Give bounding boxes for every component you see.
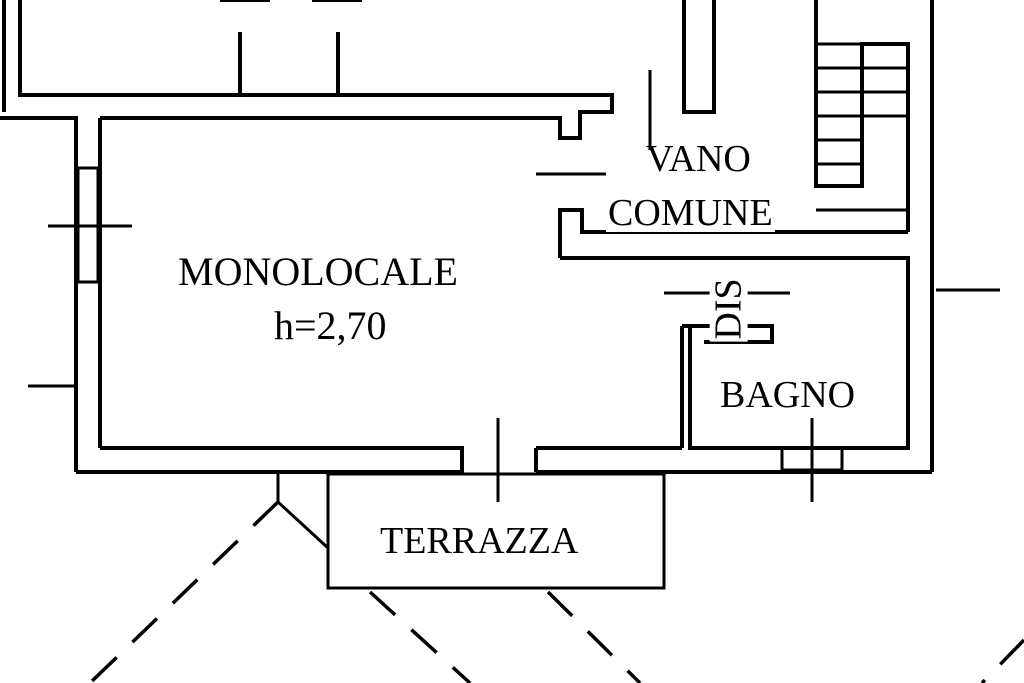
terrace-outline <box>326 472 666 590</box>
bathroom-window <box>780 418 844 502</box>
exterior-dashed-lines <box>88 474 1024 683</box>
room-label-comune: COMUNE <box>606 192 775 234</box>
room-label-bagno: BAGNO <box>718 374 858 416</box>
room-label-terrazza: TERRAZZA <box>380 520 579 562</box>
room-label-dis: DIS <box>707 276 750 342</box>
upper-room-walls <box>0 0 614 472</box>
vano-comune-walls <box>536 0 1000 472</box>
room-height-monolocale: h=2,70 <box>274 303 387 348</box>
room-label-monolocale: MONOLOCALE <box>178 249 458 294</box>
monolocale-bottom-walls <box>76 418 932 502</box>
left-window <box>48 166 132 284</box>
staircase <box>814 0 910 232</box>
room-label-vano: VANO <box>646 138 751 180</box>
